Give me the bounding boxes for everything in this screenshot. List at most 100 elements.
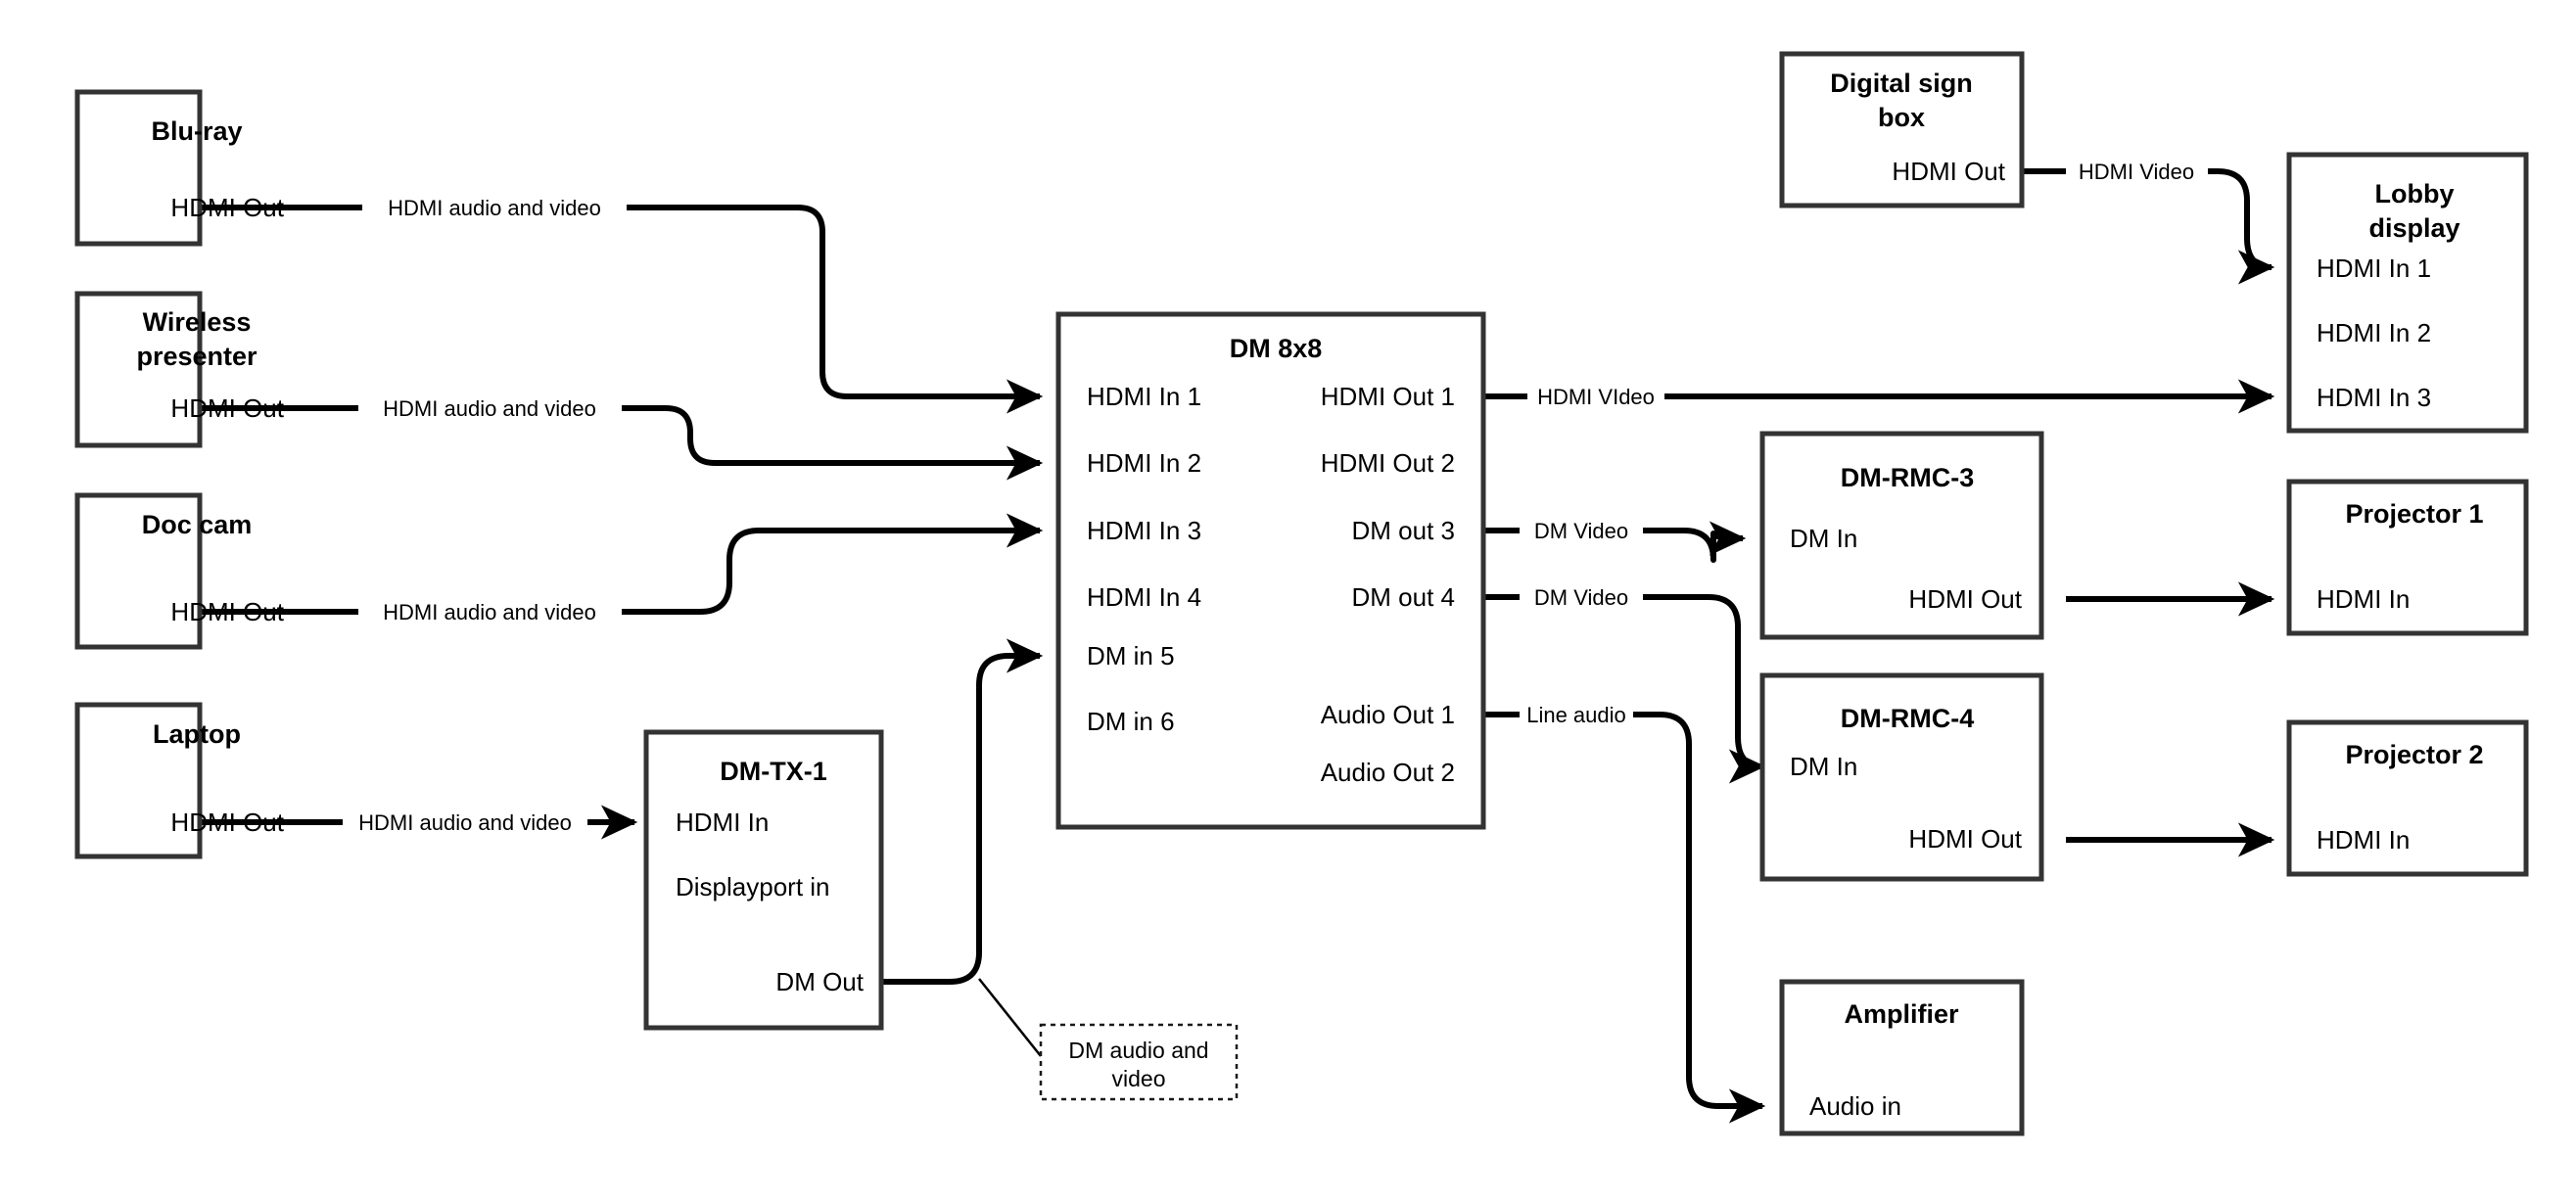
dm8x8-port-hdmi-in-1: HDMI In 1 bbox=[1087, 382, 1201, 411]
dm8x8-port-audio-out-1: Audio Out 1 bbox=[1321, 700, 1455, 729]
dmrmc3-port-hdmi-out: HDMI Out bbox=[1908, 584, 2022, 614]
laptop-title: Laptop bbox=[153, 719, 241, 749]
dm8x8-port-hdmi-in-2: HDMI In 2 bbox=[1087, 448, 1201, 478]
edge-dmtx1-to-dm8x8 bbox=[881, 638, 1044, 1057]
edge-wire-segment bbox=[622, 513, 1044, 615]
doccam-box-outline bbox=[74, 492, 203, 650]
dm8x8-port-dm-in-6: DM in 6 bbox=[1087, 707, 1175, 736]
edge-label-hdmi-video: HDMI VIdeo bbox=[1537, 385, 1655, 409]
edge-label-digitalsign: HDMI Video bbox=[2079, 160, 2194, 184]
dmrmc3-title: DM-RMC-3 bbox=[1841, 463, 1974, 492]
projector1-title: Projector 1 bbox=[2345, 499, 2483, 529]
edge-label-line-audio: Line audio bbox=[1526, 703, 1626, 727]
device-box-dm-tx-1[interactable]: DM-TX-1 HDMI In Displayport in DM Out bbox=[643, 729, 884, 1031]
lobby-port-hdmi-in-1: HDMI In 1 bbox=[2317, 254, 2431, 283]
edge-label-dm-video-4: DM Video bbox=[1534, 585, 1628, 610]
edge-digitalsign-to-lobby: HDMI Video bbox=[2022, 160, 2275, 285]
lobby-title-line2: display bbox=[2368, 213, 2459, 243]
dm8x8-port-dm-out-3: DM out 3 bbox=[1352, 516, 1456, 545]
edge-wire-segment bbox=[622, 405, 1044, 481]
dm8x8-port-hdmi-out-2: HDMI Out 2 bbox=[1321, 448, 1455, 478]
amplifier-title: Amplifier bbox=[1844, 999, 1959, 1029]
device-box-laptop[interactable]: Laptop HDMI Out bbox=[74, 702, 285, 859]
wireless-title-line2: presenter bbox=[136, 342, 258, 371]
bluray-title: Blu-ray bbox=[151, 116, 242, 146]
digitalsign-title-line2: box bbox=[1878, 103, 1925, 132]
callout-leader-line bbox=[978, 978, 1042, 1057]
dmrmc3-port-dm-in: DM In bbox=[1790, 524, 1857, 553]
amplifier-port-audio-in: Audio in bbox=[1809, 1091, 1901, 1121]
edge-dm8x8-out1-to-lobby: HDMI VIdeo bbox=[1483, 379, 2275, 414]
lobby-title-line1: Lobby bbox=[2375, 179, 2455, 208]
dm8x8-port-hdmi-out-1: HDMI Out 1 bbox=[1321, 382, 1455, 411]
device-box-amplifier[interactable]: Amplifier Audio in bbox=[1779, 979, 2025, 1136]
wireless-title-line1: Wireless bbox=[143, 307, 252, 337]
edge-label-laptop: HDMI audio and video bbox=[358, 810, 572, 835]
device-box-lobby-display[interactable]: Lobby display HDMI In 1 HDMI In 2 HDMI I… bbox=[2286, 152, 2529, 434]
edge-label-bluray: HDMI audio and video bbox=[388, 196, 601, 220]
laptop-box-outline bbox=[74, 702, 203, 859]
dmtx1-title: DM-TX-1 bbox=[720, 757, 827, 786]
callout-dm-audio-and-video: DM audio and video bbox=[1039, 1023, 1239, 1101]
edge-label-wireless: HDMI audio and video bbox=[383, 396, 596, 421]
doccam-title: Doc cam bbox=[142, 510, 253, 539]
device-box-dm-rmc-3[interactable]: DM-RMC-3 DM In HDMI Out bbox=[1759, 431, 2044, 640]
amplifier-box-outline bbox=[1779, 979, 2025, 1136]
dmrmc4-box-outline bbox=[1759, 672, 2044, 882]
laptop-port-hdmi-out: HDMI Out bbox=[170, 808, 284, 837]
edge-label-doccam: HDMI audio and video bbox=[383, 600, 596, 624]
edge-doccam-to-dm8x8: HDMI audio and video bbox=[200, 513, 1044, 624]
dm8x8-port-dm-in-5: DM in 5 bbox=[1087, 641, 1175, 670]
device-box-projector-1[interactable]: Projector 1 HDMI In bbox=[2286, 479, 2529, 636]
dmtx1-box-outline bbox=[643, 729, 884, 1031]
callout-line-2: video bbox=[1112, 1066, 1166, 1091]
wireless-box-outline bbox=[74, 291, 203, 448]
digitalsign-title-line1: Digital sign bbox=[1830, 69, 1973, 98]
device-box-projector-2[interactable]: Projector 2 HDMI In bbox=[2286, 719, 2529, 877]
callout-line-1: DM audio and bbox=[1068, 1038, 1208, 1063]
device-box-doc-cam[interactable]: Doc cam HDMI Out bbox=[74, 492, 285, 650]
dmtx1-port-dm-out: DM Out bbox=[775, 967, 864, 996]
dm8x8-port-dm-out-4: DM out 4 bbox=[1352, 582, 1456, 612]
dmrmc3-box-outline bbox=[1759, 431, 2044, 640]
edge-wire-segment bbox=[1643, 521, 1747, 563]
callout-box-outline bbox=[1039, 1023, 1239, 1101]
edge-wire-segment bbox=[627, 205, 1044, 414]
edge-wire-segment bbox=[2208, 168, 2275, 285]
projector2-box-outline bbox=[2286, 719, 2529, 877]
dmrmc4-port-hdmi-out: HDMI Out bbox=[1908, 824, 2022, 854]
dmrmc4-port-dm-in: DM In bbox=[1790, 752, 1857, 781]
dm8x8-port-audio-out-2: Audio Out 2 bbox=[1321, 758, 1455, 787]
doccam-port-hdmi-out: HDMI Out bbox=[170, 597, 284, 626]
edge-wire-segment bbox=[1643, 594, 1766, 784]
projector2-port-hdmi-in: HDMI In bbox=[2317, 825, 2410, 855]
dm8x8-title: DM 8x8 bbox=[1230, 334, 1323, 363]
device-box-wireless-presenter[interactable]: Wireless presenter HDMI Out bbox=[74, 291, 285, 448]
edge-label-dm-video-3: DM Video bbox=[1534, 519, 1628, 543]
dmtx1-port-displayport-in: Displayport in bbox=[676, 872, 830, 901]
projector2-title: Projector 2 bbox=[2345, 740, 2483, 769]
bluray-box-outline bbox=[74, 89, 203, 247]
dmrmc4-title: DM-RMC-4 bbox=[1841, 704, 1974, 733]
projector1-port-hdmi-in: HDMI In bbox=[2317, 584, 2410, 614]
edge-bluray-to-dm8x8: HDMI audio and video bbox=[200, 196, 1044, 414]
dm8x8-port-hdmi-in-4: HDMI In 4 bbox=[1087, 582, 1201, 612]
edge-wireless-to-dm8x8: HDMI audio and video bbox=[200, 396, 1044, 481]
device-box-dm-rmc-4[interactable]: DM-RMC-4 DM In HDMI Out bbox=[1759, 672, 2044, 882]
dmtx1-port-hdmi-in: HDMI In bbox=[676, 808, 769, 837]
digitalsign-port-hdmi-out: HDMI Out bbox=[1892, 157, 2005, 186]
lobby-box-outline bbox=[2286, 152, 2529, 434]
lobby-port-hdmi-in-2: HDMI In 2 bbox=[2317, 318, 2431, 347]
wireless-port-hdmi-out: HDMI Out bbox=[170, 393, 284, 423]
device-box-digital-sign-box[interactable]: Digital sign box HDMI Out bbox=[1779, 51, 2025, 208]
edge-dm8x8-out3-to-rmc3: DM Video bbox=[1483, 519, 1747, 563]
device-box-dm-8x8[interactable]: DM 8x8 HDMI In 1 HDMI In 2 HDMI In 3 HDM… bbox=[1055, 311, 1486, 830]
edge-laptop-to-dmtx1: HDMI audio and video bbox=[200, 805, 638, 840]
edge-wire-segment bbox=[1633, 712, 1766, 1124]
dm8x8-box-outline bbox=[1055, 311, 1486, 830]
projector1-box-outline bbox=[2286, 479, 2529, 636]
edge-dm8x8-out4-to-rmc4: DM Video bbox=[1483, 585, 1766, 784]
device-box-bluray[interactable]: Blu-ray HDMI Out bbox=[74, 89, 285, 247]
